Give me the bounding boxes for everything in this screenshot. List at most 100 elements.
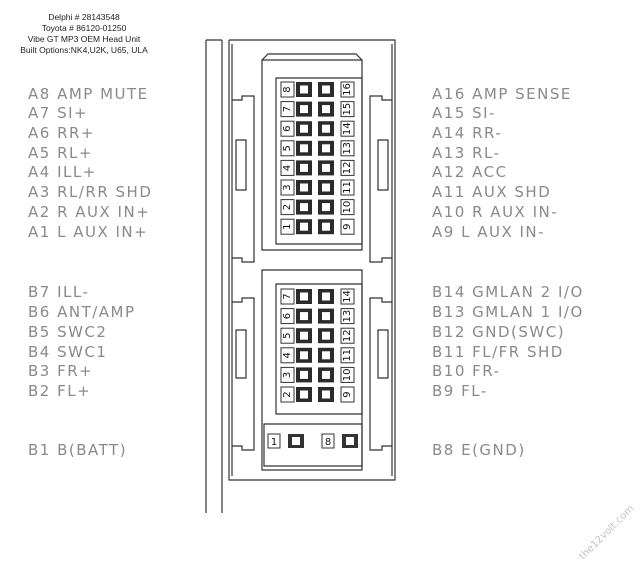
connector-a-pin-number-right-4: 12	[342, 162, 353, 175]
connector-a-socket-hole-right-0	[322, 85, 330, 94]
connector-b-outer	[261, 269, 363, 471]
connector-a-socket-hole-right-7	[322, 222, 330, 231]
label-a3: A3 RL/RR SHD	[28, 183, 153, 201]
connector-b-socket-hole-right-1	[322, 312, 330, 321]
connector-a-number-box-right-2	[340, 120, 355, 137]
label-a14: A14 RR-	[432, 124, 503, 142]
connector-a-number-box-right-6	[340, 199, 355, 216]
connector-a-key	[261, 53, 363, 61]
latch-right-b	[377, 139, 389, 191]
connector-b-number-box-left-5	[280, 386, 295, 403]
connector-b-pin-number-right-1: 13	[342, 310, 353, 323]
connector-b-power-pins: 1 8	[267, 433, 358, 449]
connector-a-number-box-right-5	[340, 179, 355, 196]
connector-b-socket-hole-left-0	[300, 292, 308, 301]
connector-a-socket-hole-left-4	[300, 163, 308, 172]
pin-b1-number: 1	[271, 437, 277, 448]
connector-a-socket-hole-right-3	[322, 144, 330, 153]
connector-b-number-box-right-2	[340, 327, 355, 344]
connector-b-socket-hole-right-0	[322, 292, 330, 301]
connector-a-outer	[261, 59, 363, 251]
connector-a-number-box-right-7	[340, 218, 355, 235]
connector-a-pin-number-right-6: 10	[342, 201, 353, 214]
connector-b-socket-hole-right-3	[322, 351, 330, 360]
connector-b-power-bay	[263, 423, 363, 467]
connector-b-number-box-right-4	[340, 366, 355, 383]
connector-b-number-box-left-2	[280, 327, 295, 344]
connector-b-number-box-left-4	[280, 366, 295, 383]
label-a2: A2 R AUX IN+	[28, 203, 151, 221]
connector-a-pin-number-left-3: 5	[282, 145, 293, 151]
connector-a-number-box-left-7	[280, 218, 295, 235]
label-a5: A5 RL+	[28, 144, 93, 162]
connector-a-pin-number-right-2: 14	[342, 122, 353, 135]
label-a4: A4 ILL+	[28, 163, 97, 181]
connector-b-inner	[275, 283, 363, 415]
connector-b-number-box-right-1	[340, 308, 355, 325]
latch-right-d	[377, 329, 389, 379]
connector-a-pin-number-left-5: 3	[282, 184, 293, 190]
header-line-part-number: Delphi # 28143548	[48, 12, 120, 22]
connector-a-number-box-right-4	[340, 159, 355, 176]
connector-b-pin-number-right-3: 11	[342, 349, 353, 362]
connector-a-number-box-right-3	[340, 140, 355, 157]
pin-b8-label-box	[321, 433, 335, 449]
latch-right-a	[369, 95, 392, 263]
connector-a-number-box-left-5	[280, 179, 295, 196]
label-b1: B1 B(BATT)	[28, 441, 128, 459]
connector-b-number-box-left-3	[280, 347, 295, 364]
connector-a-number-box-left-2	[280, 120, 295, 137]
connector-a-pin-number-left-4: 4	[282, 165, 293, 171]
label-a8: A8 AMP MUTE	[28, 85, 149, 103]
connector-b-socket-hole-left-5	[300, 390, 308, 399]
connector-b-socket-hole-left-3	[300, 351, 308, 360]
connector-b-socket-hole-left-2	[300, 331, 308, 340]
connector-a-pin-number-right-7: 9	[342, 224, 353, 230]
pinout-diagram: Delphi # 28143548 Toyota # 86120-01250 V…	[20, 12, 636, 562]
label-a15: A15 SI-	[432, 104, 496, 122]
header-line-oem-number: Toyota # 86120-01250	[41, 23, 127, 33]
connector-b-pin-number-left-2: 5	[282, 333, 293, 339]
connector-b-pin-number-left-5: 2	[282, 391, 293, 397]
housing-side-rail	[228, 39, 396, 481]
connector-b-pin-number-left-0: 7	[282, 293, 293, 299]
connector-b-socket-hole-left-4	[300, 370, 308, 379]
connector-b-pin-number-left-3: 4	[282, 352, 293, 358]
latch-left-d	[235, 329, 247, 379]
connector-a-socket-hole-left-1	[300, 105, 308, 114]
label-b3: B3 FR+	[28, 362, 94, 380]
label-b5: B5 SWC2	[28, 323, 108, 341]
connector-a-socket-hole-left-0	[300, 85, 308, 94]
connector-a-pin-number-left-0: 8	[282, 86, 293, 92]
label-a16: A16 AMP SENSE	[432, 85, 572, 103]
connector-a-pin-number-left-2: 6	[282, 126, 293, 132]
connector-a-pin-number-left-7: 1	[282, 224, 293, 230]
label-b6: B6 ANT/AMP	[28, 303, 136, 321]
pin-b8-number: 8	[325, 437, 331, 448]
label-b7: B7 ILL-	[28, 283, 90, 301]
latch-left-b	[235, 139, 247, 191]
connector-b-pin-number-right-4: 10	[342, 369, 353, 382]
connector-a-socket-hole-left-3	[300, 144, 308, 153]
connector-a-socket-hole-right-1	[322, 105, 330, 114]
header-line-model: Vibe GT MP3 OEM Head Unit	[27, 34, 141, 44]
connector-b-socket-hole-right-2	[322, 331, 330, 340]
connector-b-number-box-right-5	[340, 386, 355, 403]
label-b2: B2 FL+	[28, 382, 92, 400]
connector-b-number-box-right-0	[340, 288, 355, 305]
connector-a-socket-hole-right-5	[322, 183, 330, 192]
connector-a-pin-number-right-5: 11	[342, 181, 353, 194]
label-a10: A10 R AUX IN-	[432, 203, 559, 221]
latch-right-c	[369, 297, 392, 451]
connector-a-number-box-left-3	[280, 140, 295, 157]
connector-a-pin-number-right-1: 15	[342, 103, 353, 116]
label-b12: B12 GND(SWC)	[432, 323, 566, 341]
connector-a-number-box-left-0	[280, 81, 295, 98]
connector-b-number-box-right-3	[340, 347, 355, 364]
connector-a-number-box-left-4	[280, 159, 295, 176]
pin-b1-socket-hole	[292, 437, 300, 445]
pin-b1-label-box	[267, 433, 281, 449]
connector-b-socket-hole-left-1	[300, 312, 308, 321]
